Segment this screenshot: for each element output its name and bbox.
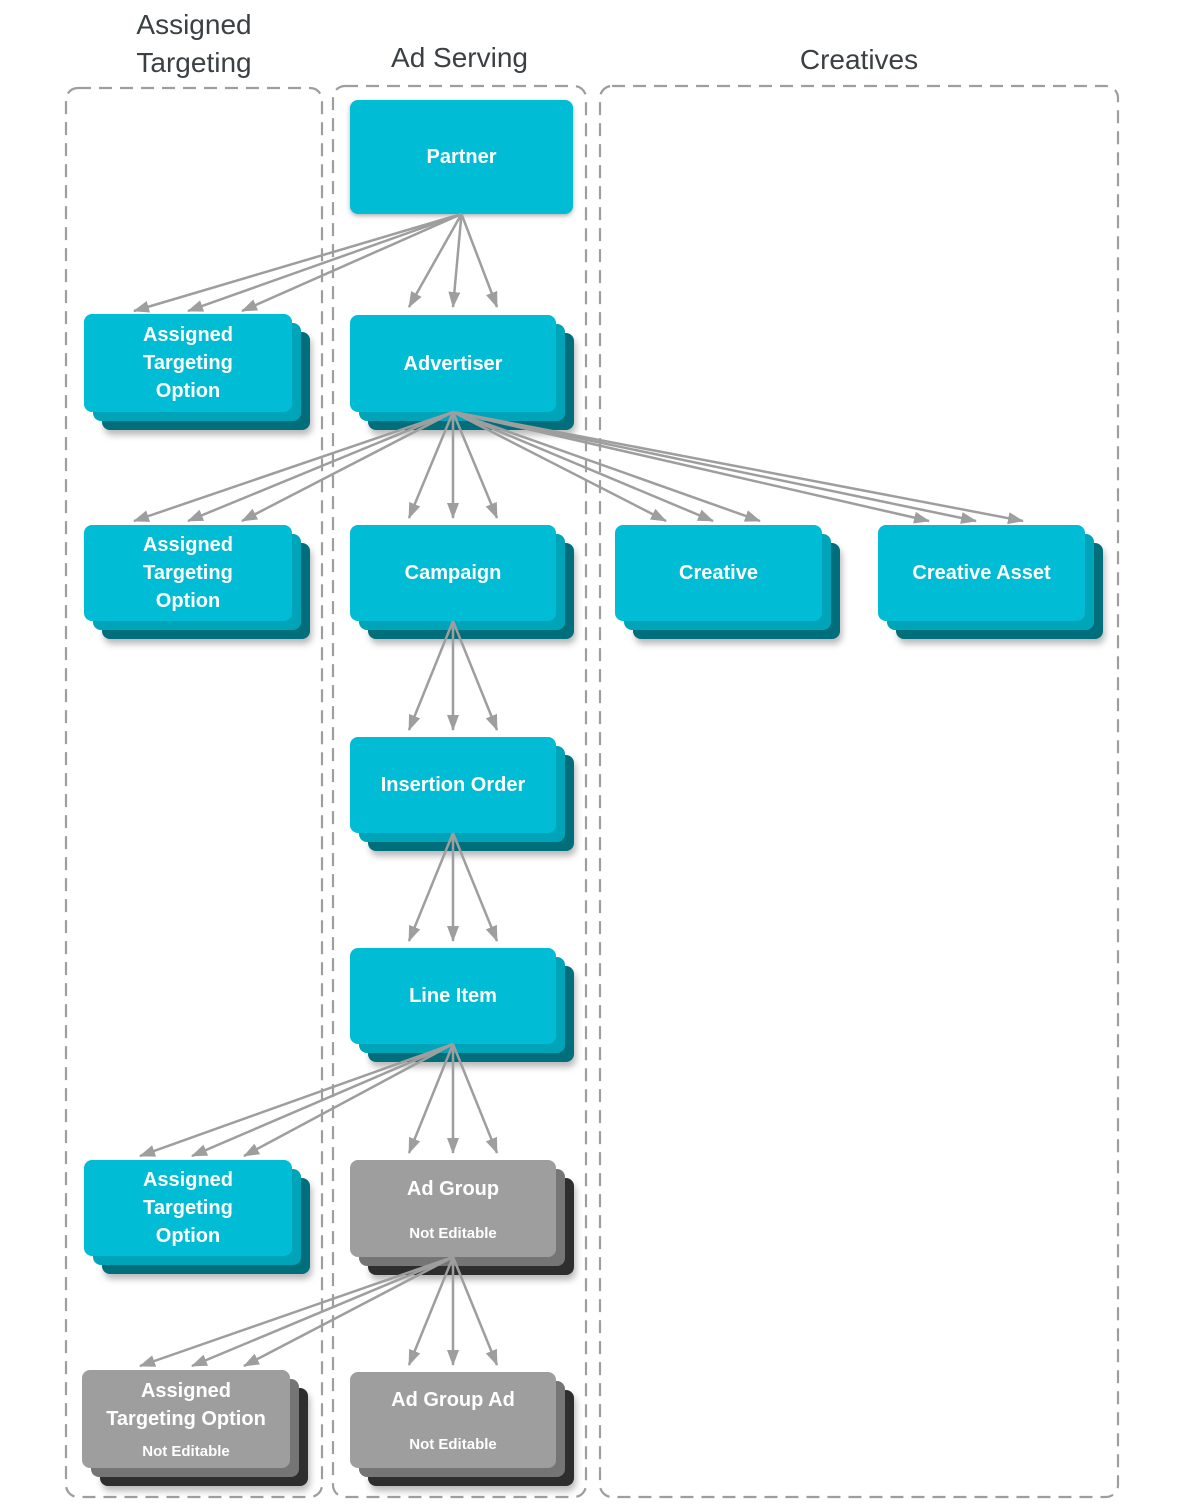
arrow-advertiser-to-creative — [452, 410, 761, 523]
arrow-advertiser-to-creative-asset — [452, 410, 977, 524]
node-partner: Partner — [350, 100, 573, 214]
arrow-line-item-to-ad-group — [407, 1043, 455, 1154]
arrow-partner-to-advertiser — [460, 213, 499, 308]
node-label: Assigned — [142, 534, 234, 556]
node-sublabel: Not Editable — [142, 1443, 230, 1460]
arrow-partner-to-advertiser — [448, 213, 463, 308]
node-label: Option — [155, 380, 221, 402]
arrow-partner-to-assigned-targeting-option-1 — [133, 212, 462, 313]
node-label: Campaign — [404, 562, 502, 584]
arrow-ad-group-to-assigned-targeting-option-ne — [191, 1255, 454, 1368]
node-label: Targeting — [143, 562, 233, 584]
node-campaign: Campaign — [350, 525, 556, 621]
column-border-creatives — [598, 84, 1120, 1499]
node-label: Option — [155, 590, 221, 612]
arrow-advertiser-to-creative-asset — [452, 410, 1024, 525]
node-sublabel: Not Editable — [409, 1224, 497, 1242]
node-ad-group-ad: Ad Group Ad Not Editable — [350, 1372, 556, 1468]
node-label: Line Item — [409, 985, 497, 1007]
arrow-line-item-to-assigned-targeting-option-3 — [191, 1042, 454, 1158]
node-label: Creative — [679, 562, 758, 584]
arrow-ad-group-to-ad-group-ad — [451, 1256, 499, 1366]
node-label: Ad Group Ad — [391, 1389, 515, 1411]
arrow-advertiser-to-campaign — [451, 411, 499, 519]
node-ad-group: Ad Group Not Editable — [350, 1160, 556, 1257]
arrow-advertiser-to-creative — [452, 410, 667, 523]
arrow-line-item-to-ad-group — [451, 1043, 499, 1154]
node-line-item: Line Item — [350, 948, 556, 1044]
node-assigned-targeting-option-2: Assigned Targeting Option — [84, 525, 292, 621]
node-creative-asset: Creative Asset — [878, 525, 1085, 621]
node-label: Advertiser — [403, 352, 503, 375]
column-border-assigned-targeting — [64, 86, 324, 1499]
arrow-insertion-order-to-line-item — [451, 832, 499, 942]
node-label: Assigned — [142, 1169, 234, 1191]
arrow-campaign-to-insertion-order — [451, 620, 499, 731]
column-label-assigned-targeting: Assigned Targeting — [136, 9, 252, 78]
arrow-advertiser-to-assigned-targeting-option-2 — [133, 410, 454, 523]
column-label-creatives: Creatives — [799, 44, 919, 75]
arrow-advertiser-to-campaign — [407, 411, 455, 519]
arrow-partner-to-assigned-targeting-option-1 — [241, 212, 463, 313]
arrow-advertiser-to-assigned-targeting-option-2 — [187, 410, 454, 523]
node-assigned-targeting-option-1: Assigned Targeting Option — [84, 314, 292, 412]
node-assigned-targeting-option-not-editable: Assigned Targeting Option Not Editable — [82, 1370, 290, 1468]
arrow-partner-to-advertiser — [407, 213, 463, 308]
column-label-ad-serving: Ad Serving — [391, 42, 528, 73]
arrow-ad-group-to-assigned-targeting-option-ne — [243, 1255, 454, 1368]
arrow-insertion-order-to-line-item — [407, 832, 455, 942]
arrow-advertiser-to-assigned-targeting-option-2 — [241, 410, 454, 523]
node-sublabel: Not Editable — [409, 1436, 497, 1453]
node-advertiser: Advertiser — [350, 315, 556, 412]
node-creative: Creative — [615, 525, 822, 621]
node-label: Targeting Option — [106, 1408, 266, 1430]
node-label: Partner — [426, 146, 497, 168]
node-label: Option — [155, 1225, 221, 1247]
arrow-advertiser-to-creative-asset — [452, 410, 930, 524]
arrow-line-item-to-assigned-targeting-option-3 — [139, 1042, 454, 1158]
node-label: Ad Group — [406, 1177, 500, 1200]
node-label: Creative Asset — [912, 562, 1051, 584]
arrow-advertiser-to-creative — [452, 410, 714, 523]
node-label: Insertion Order — [380, 774, 526, 796]
node-assigned-targeting-option-3: Assigned Targeting Option — [84, 1160, 292, 1256]
arrow-partner-to-assigned-targeting-option-1 — [187, 212, 462, 313]
node-insertion-order: Insertion Order — [350, 737, 556, 833]
arrow-ad-group-to-ad-group-ad — [407, 1256, 455, 1366]
arrow-line-item-to-assigned-targeting-option-3 — [243, 1042, 454, 1158]
node-label: Targeting — [143, 352, 233, 374]
node-label: Assigned — [142, 324, 234, 346]
arrow-ad-group-to-assigned-targeting-option-ne — [139, 1255, 454, 1368]
node-label: Assigned — [140, 1380, 232, 1402]
node-label: Targeting — [143, 1197, 233, 1219]
arrow-campaign-to-insertion-order — [407, 620, 455, 731]
